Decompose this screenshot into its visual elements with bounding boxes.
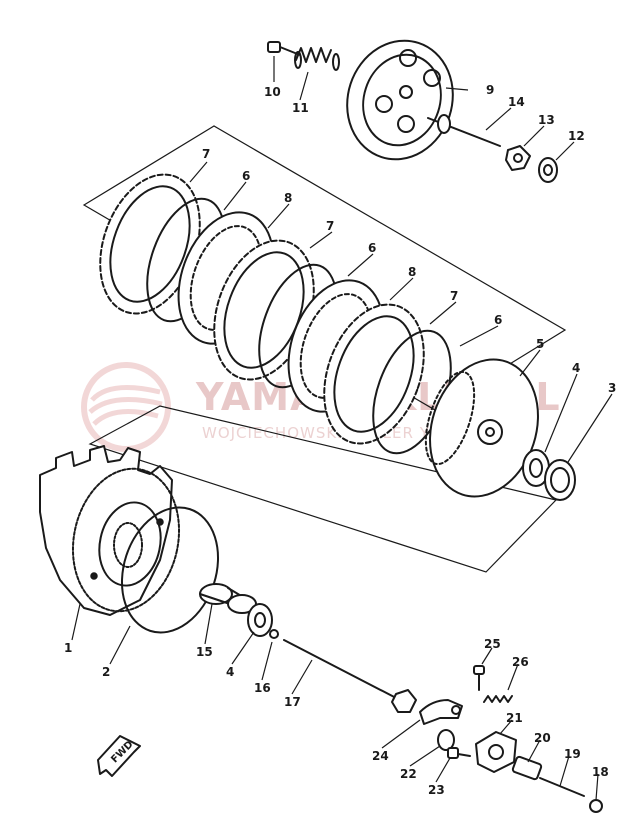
watermark-logo-icon [81,362,171,452]
callout-5: 5 [536,337,544,351]
callout-17: 17 [284,695,301,709]
callout-8b: 8 [408,265,416,279]
callout-labels: 7 6 8 7 6 8 7 6 5 4 3 9 14 13 12 10 11 1… [64,83,616,797]
lever-24 [419,699,463,725]
screw-18 [589,799,603,813]
washer-12 [538,157,558,183]
clutch-spring-11 [294,47,340,71]
clutch-boss-5 [424,358,539,498]
callout-21: 21 [506,711,523,725]
callout-7c: 7 [450,289,458,303]
callout-7a: 7 [202,147,210,161]
callout-15: 15 [196,645,213,659]
callout-1: 1 [64,641,72,655]
push-rod-14 [427,114,501,147]
callout-6a: 6 [242,169,250,183]
callout-4b: 4 [226,665,234,679]
washer-3 [544,459,576,501]
clutch-housing-1 [39,445,181,616]
forward-direction-icon: FWD [97,735,141,777]
callout-6b: 6 [368,241,376,255]
shaft-19 [539,777,585,797]
spacer-15 [199,583,257,614]
callout-25: 25 [484,637,501,651]
callout-9: 9 [486,83,494,97]
callout-19: 19 [564,747,581,761]
adjusting-screw-20 [511,755,543,781]
callout-2: 2 [102,665,110,679]
friction-plate-7c [323,303,425,445]
callout-12: 12 [568,129,585,143]
pressure-plate-9 [346,39,454,161]
push-rod-17 [283,639,417,713]
callout-13: 13 [538,113,555,127]
spring-26 [483,695,513,703]
callout-14: 14 [508,95,525,109]
callout-20: 20 [534,731,551,745]
callout-26: 26 [512,655,529,669]
callout-6c: 6 [494,313,502,327]
callout-11: 11 [292,101,309,115]
callout-18: 18 [592,765,609,779]
callout-7b: 7 [326,219,334,233]
callout-16: 16 [254,681,271,695]
callout-8a: 8 [284,191,292,205]
callout-3: 3 [608,381,616,395]
release-housing-21 [475,731,517,773]
thrust-washer-4-bottom [247,603,273,637]
screw-23 [447,747,471,759]
nut-13 [505,145,531,171]
callout-24: 24 [372,749,389,763]
callout-10: 10 [264,85,281,99]
oil-seal-22 [437,729,455,751]
callout-23: 23 [428,783,445,797]
callout-4a: 4 [572,361,580,375]
ball-16 [269,629,279,639]
bolt-25 [473,665,485,691]
callout-22: 22 [400,767,417,781]
callout-leaders [71,56,613,801]
